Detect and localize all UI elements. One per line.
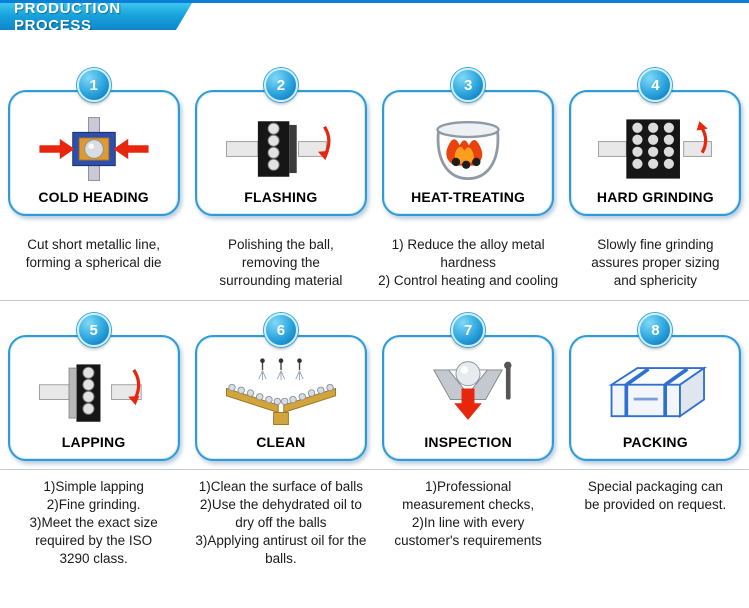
process-row-1: 1 COLD HEADING 2 (0, 68, 749, 216)
step-number-badge: 4 (638, 68, 673, 102)
hard-grinding-icon (571, 108, 739, 189)
step-title: COLD HEADING (38, 189, 149, 205)
step-title: INSPECTION (424, 434, 512, 450)
step-description: Slowly fine grinding assures proper sizi… (591, 237, 720, 288)
step-card: INSPECTION (382, 335, 555, 461)
step-card: LAPPING (7, 335, 180, 461)
step-title: PACKING (622, 434, 688, 450)
step-flashing: 2 FLASHING (187, 68, 374, 216)
section-divider (0, 469, 749, 470)
step-description: Cut short metallic line, forming a spher… (25, 237, 162, 270)
step-cold-heading: 1 COLD HEADING (0, 68, 187, 216)
step-title: HARD GRINDING (596, 189, 714, 205)
step-description: 1)Simple lapping 2)Fine grinding. 3)Meet… (29, 479, 158, 566)
step-number: 7 (463, 321, 473, 339)
step-number: 2 (276, 76, 286, 94)
step-description: 1)Professional measurement checks, 2)In … (394, 479, 542, 548)
step-number: 5 (89, 321, 98, 339)
step-number: 6 (276, 321, 286, 339)
step-heat-treating: 3 HEAT-TREATING (375, 68, 562, 216)
step-number: 8 (651, 321, 660, 339)
step-number-badge: 7 (451, 313, 486, 347)
section-banner: PRODUCTION PROCESS (0, 3, 192, 30)
step-description: 1) Reduce the alloy metal hardness 2) Co… (378, 237, 559, 288)
step-lapping: 5 LAPPING (0, 313, 187, 461)
step-title: CLEAN (256, 434, 306, 450)
step-description: Polishing the ball, removing the surroun… (219, 237, 343, 288)
step-card: HARD GRINDING (569, 90, 742, 216)
inspection-icon (384, 353, 552, 434)
heat-treating-icon (384, 108, 552, 189)
step-card: COLD HEADING (7, 90, 180, 216)
step-clean: 6 (187, 313, 374, 461)
step-description: Special packaging can be provided on req… (584, 479, 727, 512)
section-divider (0, 300, 749, 301)
top-rule (0, 0, 749, 3)
step-number-badge: 3 (451, 68, 486, 102)
flashing-icon (197, 108, 365, 189)
step-card: FLASHING (194, 90, 367, 216)
cold-heading-icon (10, 108, 178, 189)
step-number-badge: 6 (263, 313, 298, 347)
process-row-2: 5 LAPPING 6 (0, 313, 749, 461)
step-number: 4 (651, 76, 660, 94)
clean-icon (197, 353, 365, 434)
lapping-icon (10, 353, 178, 434)
step-number-badge: 5 (76, 313, 111, 347)
step-description: 1)Clean the surface of balls 2)Use the d… (195, 479, 367, 566)
packing-box-icon (571, 353, 739, 434)
step-title: LAPPING (61, 434, 126, 450)
step-title: HEAT-TREATING (411, 189, 526, 205)
descriptions-row-2: 1)Simple lapping 2)Fine grinding. 3)Meet… (0, 478, 749, 568)
step-number: 3 (463, 76, 473, 94)
step-number-badge: 8 (638, 313, 673, 347)
step-packing: 8 PACKING (562, 313, 749, 461)
step-number-badge: 1 (76, 68, 111, 102)
step-card: HEAT-TREATING (382, 90, 555, 216)
step-inspection: 7 INSPECTION (375, 313, 562, 461)
step-card: PACKING (569, 335, 742, 461)
descriptions-row-1: Cut short metallic line, forming a spher… (0, 236, 749, 290)
step-number: 1 (89, 76, 98, 94)
step-number-badge: 2 (263, 68, 298, 102)
step-title: FLASHING (244, 189, 318, 205)
section-title: PRODUCTION PROCESS (14, 0, 121, 34)
step-hard-grinding: 4 HARD GRINDING (562, 68, 749, 216)
step-card: CLEAN (194, 335, 367, 461)
